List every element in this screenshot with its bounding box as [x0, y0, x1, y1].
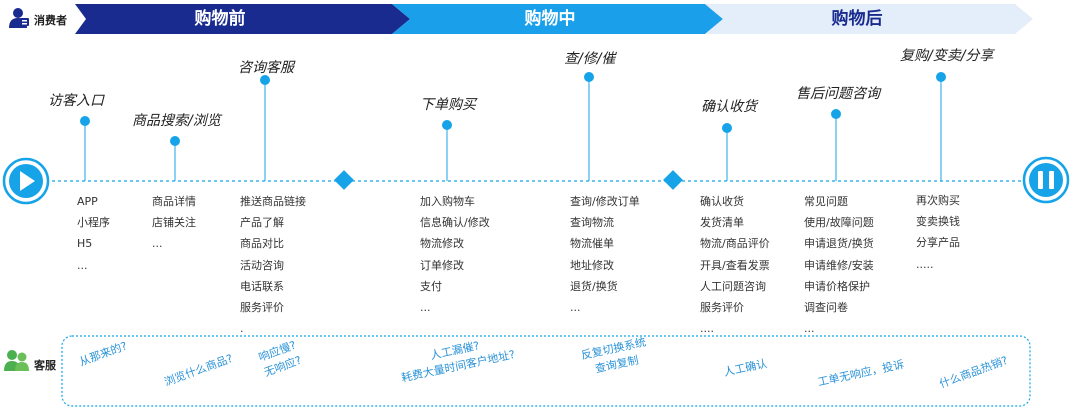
list-item: 店铺关注: [152, 216, 196, 230]
service-label: 客服: [34, 359, 56, 372]
list-item: 活动咨询: [240, 258, 284, 272]
stage-pin-5: [584, 72, 594, 181]
list-item: 小程序: [77, 216, 110, 230]
stage-items: APP 小程序 H5 ...: [77, 191, 110, 276]
stage-items: 推送商品链接 产品了解 商品对比 活动咨询 电话联系 服务评价 .: [240, 191, 306, 339]
list-item: 服务评价: [240, 300, 284, 314]
list-item: ...: [804, 322, 815, 336]
list-item: 推送商品链接: [240, 195, 306, 208]
list-item: 订单修改: [420, 258, 464, 272]
stage-items: 加入购物车 信息确认/修改 物流修改 订单修改 支付 ...: [420, 191, 490, 318]
list-item: 变卖换钱: [916, 215, 960, 229]
list-item: 物流/商品评价: [700, 237, 770, 251]
phase-after-label: 购物后: [831, 9, 883, 29]
stage-items: 再次购买 变卖换钱 分享产品 .....: [916, 190, 960, 275]
stage-pin-7: [831, 109, 841, 181]
stage-title: 咨询客服: [238, 60, 294, 76]
list-item: .: [240, 322, 244, 336]
list-item: 查询物流: [570, 216, 614, 230]
list-item: ...: [420, 300, 431, 314]
list-item: 退货/换货: [570, 279, 618, 293]
phase-before-banner: [75, 4, 410, 34]
stage-title: 复购/变卖/分享: [900, 48, 994, 64]
stage-title: 售后问题咨询: [796, 86, 880, 102]
list-item: H5: [77, 237, 93, 251]
phase-separator-diamond: [663, 170, 683, 190]
list-item: 申请维修/安装: [804, 258, 874, 272]
stage-title: 访客入口: [48, 93, 104, 109]
list-item: 再次购买: [916, 194, 960, 207]
list-item: 地址修改: [570, 258, 614, 272]
list-item: 申请退货/换货: [804, 237, 874, 251]
stage-items: 确认收货 发货清单 物流/商品评价 开具/查看发票 人工问题咨询 服务评价 ..…: [700, 191, 770, 339]
stage-pin-6: [722, 123, 732, 181]
list-item: ...: [77, 258, 88, 272]
list-item: 物流修改: [420, 237, 464, 251]
list-item: 调查问卷: [804, 300, 848, 314]
list-item: 人工问题咨询: [700, 279, 766, 293]
list-item: 开具/查看发票: [700, 258, 770, 272]
list-item: 电话联系: [240, 279, 284, 293]
stage-pin-8: [936, 72, 946, 181]
phase-separator-diamond: [334, 170, 354, 190]
list-item: 分享产品: [916, 236, 960, 250]
stage-title: 查/修/催: [564, 51, 616, 67]
list-item: 商品详情: [152, 195, 196, 208]
service-agents-icon: [4, 350, 29, 371]
list-item: 产品了解: [240, 216, 284, 230]
list-item: ...: [570, 300, 581, 314]
stage-pin-3: [260, 75, 270, 181]
list-item: 商品对比: [240, 237, 284, 251]
list-item: .....: [916, 257, 934, 271]
list-item: 信息确认/修改: [420, 216, 490, 230]
stage-items: 查询/修改订单 查询物流 物流催单 地址修改 退货/换货 ...: [570, 191, 640, 318]
stage-title: 商品搜索/浏览: [132, 113, 221, 129]
phase-during-label: 购物中: [524, 9, 576, 29]
phase-before-label: 购物前: [194, 9, 246, 29]
list-item: 使用/故障问题: [804, 216, 874, 230]
list-item: 常见问题: [804, 195, 848, 208]
list-item: 支付: [420, 279, 442, 293]
consumer-person-icon: [9, 8, 29, 28]
phase-after-banner: [705, 4, 1033, 34]
service-pain-box: [61, 335, 1031, 407]
list-item: 申请价格保护: [804, 279, 870, 293]
list-item: 加入购物车: [420, 195, 475, 208]
stage-title: 确认收货: [701, 99, 757, 115]
stage-items: 商品详情 店铺关注 ...: [152, 191, 196, 255]
list-item: 物流催单: [570, 237, 614, 251]
phase-during-banner: [392, 4, 723, 34]
list-item: 发货清单: [700, 216, 744, 230]
stage-pin-4: [442, 120, 452, 181]
list-item: 查询/修改订单: [570, 195, 640, 208]
stage-pin-1: [80, 116, 90, 181]
list-item: 服务评价: [700, 300, 744, 314]
consumer-label: 消费者: [34, 14, 67, 27]
list-item: ....: [700, 322, 714, 336]
stage-items: 常见问题 使用/故障问题 申请退货/换货 申请维修/安装 申请价格保护 调查问卷…: [804, 191, 874, 339]
play-icon[interactable]: [2, 157, 50, 205]
list-item: APP: [77, 195, 98, 208]
list-item: 确认收货: [700, 195, 744, 208]
stage-pin-2: [170, 136, 180, 181]
stage-title: 下单购买: [420, 97, 476, 113]
pause-icon[interactable]: [1022, 156, 1070, 204]
list-item: ...: [152, 237, 163, 251]
